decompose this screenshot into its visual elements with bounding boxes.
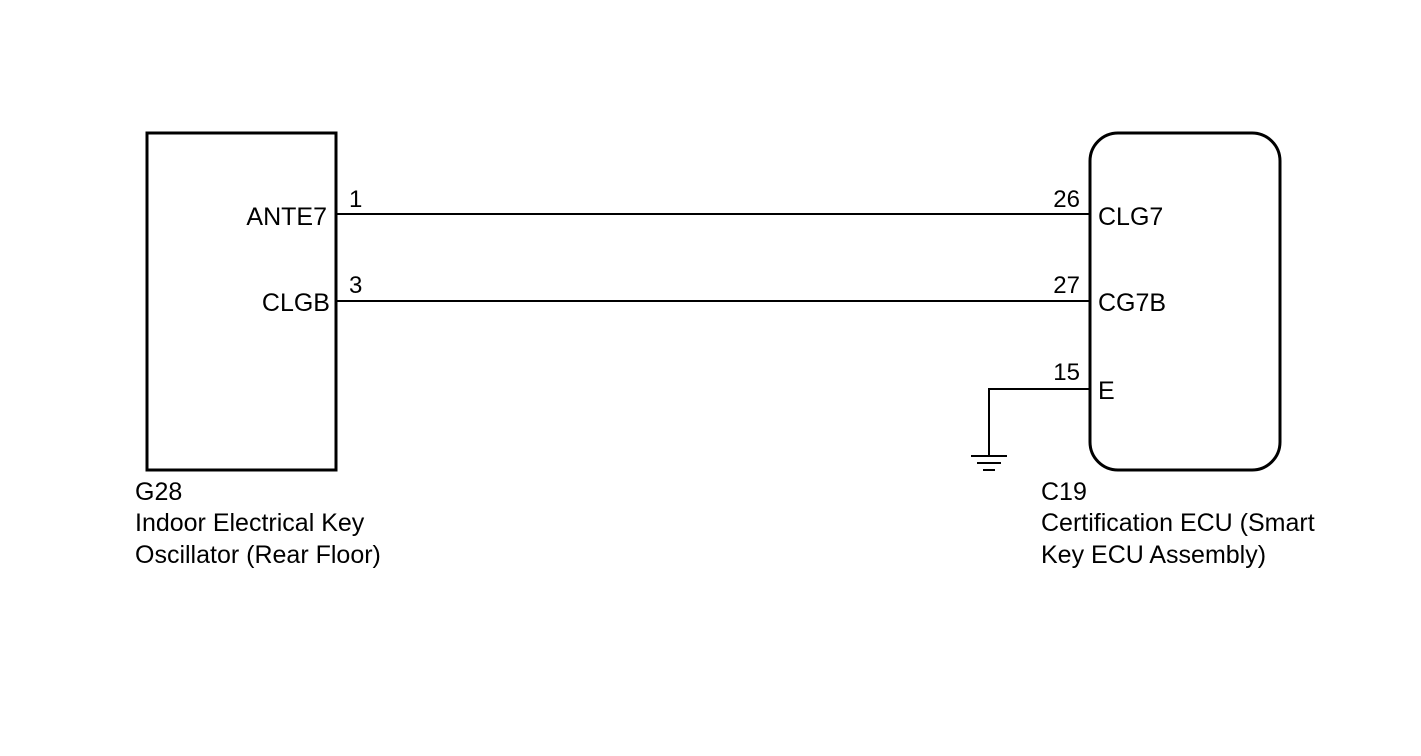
c19-terminal-label-cg7b: CG7B (1098, 289, 1166, 317)
c19-terminal-label-clg7: CLG7 (1098, 203, 1163, 231)
g28-component-name-line1: Indoor Electrical Key (135, 509, 365, 537)
c19-pin-number-26: 26 (1053, 186, 1080, 213)
wire-e-ground (988, 388, 1090, 456)
g28-component-code: G28 (135, 478, 182, 506)
c19-component-code: C19 (1041, 478, 1087, 506)
g28-pin-number-3: 3 (349, 272, 362, 299)
c19-pin-number-27: 27 (1053, 272, 1080, 299)
g28-component-name-line2: Oscillator (Rear Floor) (135, 541, 381, 569)
c19-component-name-line1: Certification ECU (Smart (1041, 509, 1315, 537)
g28-terminal-label-clgb: CLGB (262, 289, 330, 317)
c19-component-name-line2: Key ECU Assembly) (1041, 541, 1266, 569)
g28-pin-number-1: 1 (349, 186, 362, 213)
ground-icon (971, 455, 1007, 471)
g28-terminal-label-ante7: ANTE7 (246, 203, 327, 231)
c19-terminal-label-e: E (1098, 377, 1115, 405)
c19-pin-number-15: 15 (1053, 359, 1080, 386)
